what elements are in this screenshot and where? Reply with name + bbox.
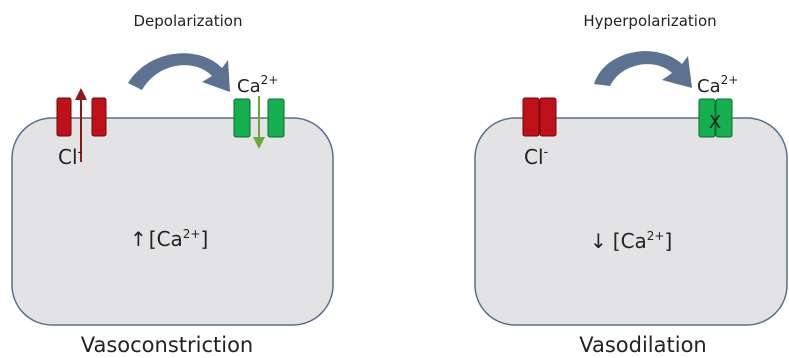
right-calcium-channel xyxy=(698,98,733,138)
left-chloride-label: Cl- xyxy=(58,145,83,169)
right-curved-arrow-icon xyxy=(594,51,692,88)
left-cell xyxy=(11,117,334,326)
right-calcium-blocked-mark: X xyxy=(709,112,721,133)
right-panel: Hyperpolarization Cl- X Ca2+ ↓[Ca2+] Vas… xyxy=(474,12,788,357)
left-intracellular-calcium: ↑[Ca2+] xyxy=(130,227,208,251)
left-curved-arrow-icon xyxy=(128,53,230,92)
left-calcium-label: Ca2+ xyxy=(237,73,278,97)
left-calcium-channel xyxy=(233,96,285,149)
right-intracellular-calcium: ↓[Ca2+] xyxy=(590,229,672,253)
right-chloride-channel xyxy=(522,97,557,137)
right-cell xyxy=(474,117,788,326)
right-chloride-label: Cl- xyxy=(524,145,549,169)
right-outcome-label: Vasodilation xyxy=(579,333,707,357)
left-process-label: Depolarization xyxy=(134,12,243,30)
left-panel: Depolarization Cl- Ca2+ ↑[Ca2+] Vasocons… xyxy=(11,12,334,357)
right-process-label: Hyperpolarization xyxy=(583,12,716,30)
right-calcium-label: Ca2+ xyxy=(697,73,738,97)
left-outcome-label: Vasoconstriction xyxy=(81,333,254,357)
left-chloride-channel xyxy=(56,88,107,162)
